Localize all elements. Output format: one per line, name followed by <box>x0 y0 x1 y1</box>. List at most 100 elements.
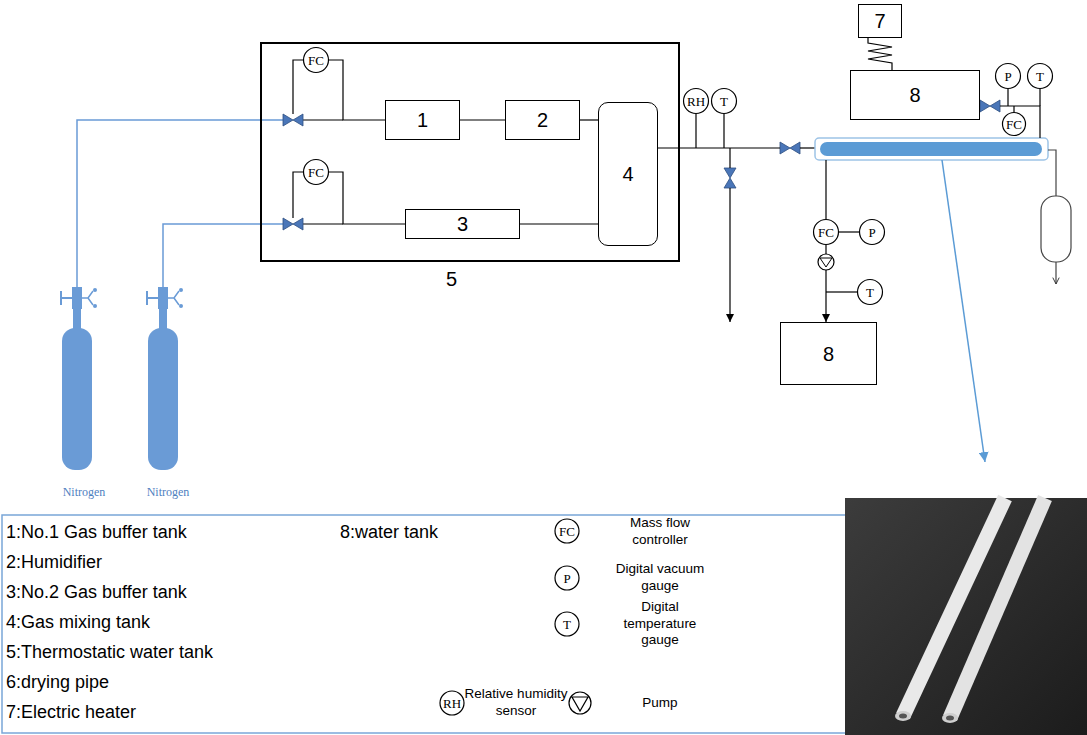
valve-symbol <box>283 114 303 126</box>
regulator-outlet <box>82 291 93 305</box>
gas-line <box>163 224 283 287</box>
circle-outline <box>1002 112 1025 135</box>
cylinder-valve <box>72 287 82 309</box>
gas-cylinder <box>148 328 178 470</box>
pipe-connector <box>520 223 598 224</box>
pipe-connector <box>329 60 385 120</box>
legend-entry: Relative humidity sensor <box>464 686 568 720</box>
sensor-stem <box>839 231 859 232</box>
gas-label: Nitrogen <box>63 485 106 500</box>
valve-symbol <box>980 100 1000 112</box>
legend-entry: Mass flow controller <box>605 515 715 549</box>
part-list-item: 8:water tank <box>340 522 438 544</box>
pipe-connector <box>460 119 505 120</box>
legend-entry: Pump <box>605 695 715 712</box>
node-text: P <box>1004 70 1011 83</box>
circle-outline <box>712 89 737 114</box>
vacuum-gauge: P <box>995 63 1021 89</box>
node-text: 7 <box>874 10 885 32</box>
vent-line <box>729 188 730 322</box>
cylinder-neck <box>159 308 167 330</box>
pipe <box>1048 150 1056 196</box>
pipe <box>825 245 826 254</box>
water-tank-box: 8 <box>850 70 980 120</box>
node-text: FC <box>818 226 834 239</box>
part-list-item: 1:No.1 Gas buffer tank <box>6 522 187 544</box>
node-text: T <box>720 95 728 108</box>
legend-text: Mass flow controller <box>605 515 715 549</box>
vacuum-gauge: P <box>859 219 885 245</box>
tube-end <box>895 711 911 721</box>
sensor-stem <box>695 114 696 148</box>
symbol-letter: RH <box>443 697 461 710</box>
legend-entry: Digital temperature gauge <box>605 599 715 650</box>
humidifier-box: 2 <box>505 100 580 140</box>
exhaust-line <box>1055 262 1056 284</box>
temperature-gauge: T <box>1027 63 1053 89</box>
node-text: RH <box>687 95 705 108</box>
temperature-gauge: T <box>711 88 737 114</box>
module-shell <box>815 138 1048 160</box>
cylinder-neck <box>73 308 81 330</box>
membrane-tube <box>820 142 1042 156</box>
regulator-dot <box>179 288 183 292</box>
regulator-dot <box>93 288 97 292</box>
sensor-stem <box>1013 106 1014 112</box>
humidity-sensor: RH <box>683 88 709 114</box>
node-text: T <box>866 286 874 299</box>
circle-outline <box>684 89 709 114</box>
sensor-stem <box>723 114 724 148</box>
gas-line <box>77 120 283 287</box>
valve-handle <box>61 297 72 299</box>
legend-symbol <box>555 566 579 590</box>
heater-box: 7 <box>858 4 902 38</box>
legend-text: Relative humidity sensor <box>464 686 568 720</box>
bypass-line <box>293 172 303 218</box>
bypass-line <box>293 60 303 114</box>
pipe <box>729 148 730 168</box>
symbol-letter: P <box>563 572 570 585</box>
legend-text: Digital temperature gauge <box>605 599 715 650</box>
part-list-item: 2:Humidifier <box>6 552 102 574</box>
pipe <box>800 147 815 148</box>
gas-label: Nitrogen <box>147 485 190 500</box>
regulator-dot <box>93 304 97 308</box>
circle-outline <box>1028 64 1053 89</box>
node-text: P <box>868 226 875 239</box>
node-text: 5 <box>446 268 457 290</box>
buffer-tank-box: 1 <box>385 100 460 140</box>
legend-pump-symbol <box>572 697 588 711</box>
part-list-item: 4:Gas mixing tank <box>6 612 150 634</box>
circle-outline <box>858 280 883 305</box>
pipe <box>825 160 826 219</box>
mixing-tank-box: 4 <box>598 102 658 246</box>
circle-outline <box>860 220 885 245</box>
ceramic-tube <box>950 498 1045 718</box>
part-list-item: 7:Electric heater <box>6 702 136 724</box>
part-list-item: 5:Thermostatic water tank <box>6 642 213 664</box>
legend-entry: Digital vacuum gauge <box>605 561 715 595</box>
mass-flow-controller: FC <box>1002 112 1026 136</box>
valve-handle <box>146 291 148 305</box>
valve-handle <box>60 291 62 305</box>
circle-outline <box>814 220 839 245</box>
regulator-dot <box>179 304 183 308</box>
circle-outline <box>304 48 329 73</box>
legend-pump-symbol <box>569 692 591 714</box>
legend-symbol <box>555 612 579 636</box>
pipe-connector <box>868 38 892 70</box>
part-list-item: 3:No.2 Gas buffer tank <box>6 582 187 604</box>
leader-arrow <box>942 160 985 462</box>
node-text: FC <box>308 54 324 67</box>
ceramic-tube <box>903 498 1005 716</box>
legend-text: Digital vacuum gauge <box>605 561 715 595</box>
gas-cylinder <box>62 328 92 470</box>
mass-flow-controller: FC <box>303 47 329 73</box>
pump-symbol <box>818 254 834 270</box>
photo-background <box>845 498 1087 735</box>
symbol-letter: T <box>563 618 571 631</box>
node-text: T <box>1036 70 1044 83</box>
